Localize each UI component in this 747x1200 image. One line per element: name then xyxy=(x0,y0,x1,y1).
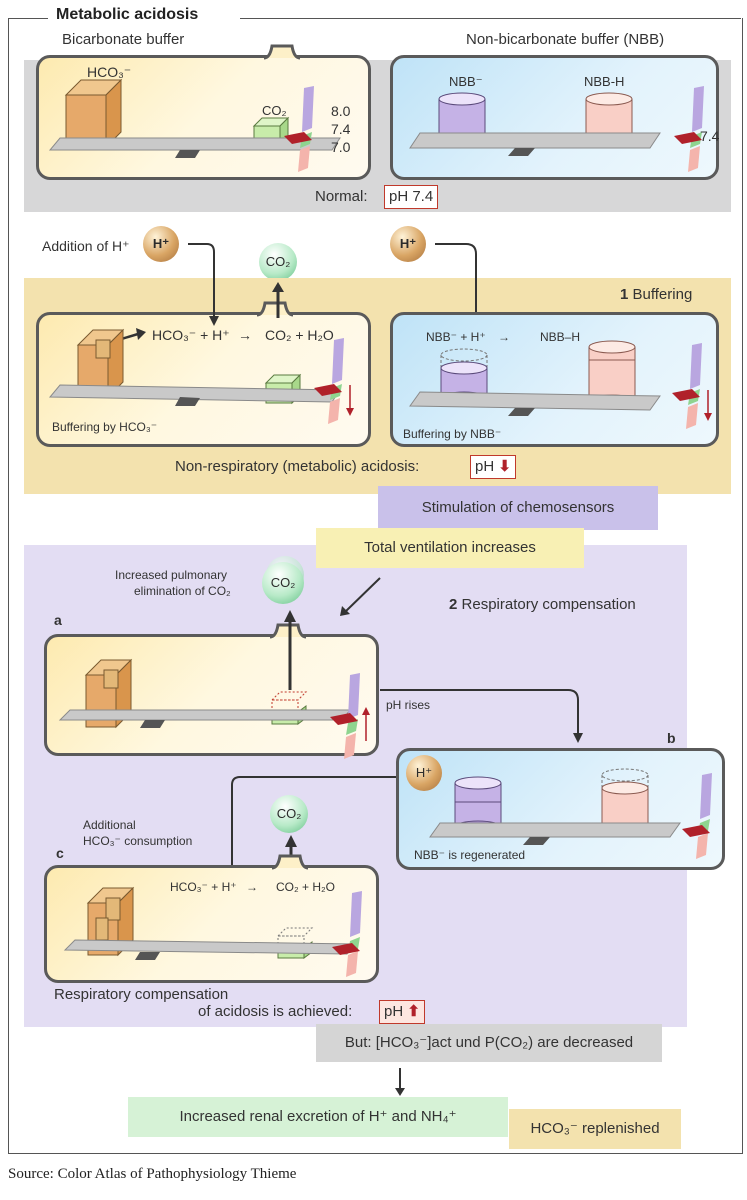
ph-scale-nbb-buffering xyxy=(672,343,712,429)
additional-consumption-line1: Additional xyxy=(83,818,136,832)
acidosis-ph-box: pH ⬇ xyxy=(470,455,516,479)
co2-ball-c: CO₂ xyxy=(270,795,308,833)
scale-beam-nbb-normal xyxy=(409,132,661,156)
achieved-label-line1: Respiratory compensation xyxy=(54,986,229,1003)
source-caption: Source: Color Atlas of Pathophysiology T… xyxy=(8,1166,297,1182)
ph-up-arrow-icon: ⬆ xyxy=(407,1003,420,1020)
scale-tick-7-0: 7.0 xyxy=(331,139,351,155)
decreased-box: But: [HCO₃⁻]act und P(CO₂) are decreased xyxy=(316,1024,662,1062)
bicarb-equation-left: HCO₃⁻ + H⁺ xyxy=(152,327,230,343)
panel-notch-c xyxy=(271,854,309,870)
bicarb-equation-arrow: → xyxy=(238,327,252,343)
bicarb-buffering-caption: Buffering by HCO₃⁻ xyxy=(52,420,158,434)
nbb-equation-left: NBB⁻ + H⁺ xyxy=(426,330,486,344)
c-equation-arrow: → xyxy=(246,880,258,894)
nbb-title: Non-bicarbonate buffer (NBB) xyxy=(466,31,665,48)
h-ball-nbb: H⁺ xyxy=(390,226,426,262)
co2-ball-buffering: CO₂ xyxy=(259,243,297,281)
ph-scale-a xyxy=(330,673,370,759)
nbb-minus-label: NBB⁻ xyxy=(449,74,483,89)
nbb-equation-right: NBB–H xyxy=(540,330,581,344)
frame-top-right xyxy=(240,18,741,19)
nbb-regenerated-label: NBB⁻ is regenerated xyxy=(414,848,526,862)
achieved-ph-text: pH xyxy=(384,1003,404,1020)
nbb-h-cylinder-buffering xyxy=(588,340,636,408)
panel-notch-buffering xyxy=(256,301,294,317)
nbb-equation-arrow: → xyxy=(498,330,510,344)
ph-scale-bicarb-buffering xyxy=(314,338,354,424)
renal-excretion-box: Increased renal excretion of H⁺ and NH₄⁺ xyxy=(128,1097,508,1137)
panel-c-label: c xyxy=(56,845,64,861)
scale-beam-c xyxy=(63,939,357,960)
ph-rises-label: pH rises xyxy=(386,698,431,712)
achieved-ph-box: pH ⬆ xyxy=(379,1000,425,1024)
acidosis-ph-text: pH xyxy=(475,458,495,475)
co2-ball-elimination: CO₂ xyxy=(262,562,304,604)
scale-tick-7-4: 7.4 xyxy=(331,121,351,137)
panel-notch-a xyxy=(269,623,307,639)
acidosis-status-label: Non-respiratory (metabolic) acidosis: xyxy=(175,458,420,475)
scale-beam-b xyxy=(429,822,681,845)
elimination-label-line2: elimination of CO₂ xyxy=(134,584,231,598)
nbb-scale-tick-7-4: 7.4 xyxy=(700,128,720,144)
hco3-replenished-box: HCO₃⁻ replenished xyxy=(509,1109,681,1149)
compensation-section-text: Respiratory compensation xyxy=(461,596,636,613)
hco3-cube-a xyxy=(84,658,133,729)
scale-tick-8-0: 8.0 xyxy=(331,103,351,119)
c-equation-left: HCO₃⁻ + H⁺ xyxy=(170,880,237,894)
elimination-label-line1: Increased pulmonary xyxy=(115,568,228,582)
scale-beam-nbb-buffering xyxy=(409,391,661,416)
decreased-text: But: [HCO₃⁻]act und P(CO₂) are decreased xyxy=(344,1034,634,1051)
additional-consumption-line2: HCO₃⁻ consumption xyxy=(83,834,193,848)
addition-of-h-label: Addition of H⁺ xyxy=(42,238,130,254)
h-ball-regenerated: H⁺ xyxy=(406,755,442,791)
ph-scale-b xyxy=(682,773,712,859)
panel-notch-normal xyxy=(263,44,301,60)
achieved-label-line2: of acidosis is achieved: xyxy=(198,1003,353,1020)
ph-scale-c xyxy=(332,891,362,977)
bicarbonate-buffer-title: Bicarbonate buffer xyxy=(62,31,185,48)
buffering-section-number: 1 xyxy=(620,286,629,303)
ph-down-arrow-icon: ⬇ xyxy=(498,458,511,475)
normal-ph-box: pH 7.4 xyxy=(384,185,439,209)
panel-a-label: a xyxy=(54,612,62,628)
chemosensors-box: Stimulation of chemosensors xyxy=(378,486,658,530)
hco3-label: HCO₃⁻ xyxy=(87,64,132,80)
h-ball-bicarb: H⁺ xyxy=(143,226,179,262)
panel-b-label: b xyxy=(667,730,676,746)
buffering-section-text: Buffering xyxy=(632,286,693,303)
panel-b xyxy=(396,748,725,870)
nbb-h-label: NBB-H xyxy=(584,74,625,89)
co2-label: CO₂ xyxy=(262,103,287,118)
figure-title: Metabolic acidosis xyxy=(56,6,199,23)
compensation-section-number: 2 xyxy=(449,596,458,613)
figure-frame xyxy=(8,18,743,1154)
ventilation-box: Total ventilation increases xyxy=(316,528,584,568)
normal-status-label: Normal: xyxy=(315,188,368,205)
c-equation-right: CO₂ + H₂O xyxy=(276,880,335,894)
compensation-section-title: 2 Respiratory compensation xyxy=(449,596,636,613)
bicarb-equation-right: CO₂ + H₂O xyxy=(265,327,334,343)
ph-scale-bicarb-normal xyxy=(284,86,314,172)
ph-scale-nbb-normal xyxy=(674,86,704,172)
nbb-buffering-caption: Buffering by NBB⁻ xyxy=(403,427,502,441)
frame-top-left xyxy=(8,18,48,19)
buffering-section-title: 1 Buffering xyxy=(620,286,692,303)
scale-beam-bicarb-normal xyxy=(48,137,341,158)
